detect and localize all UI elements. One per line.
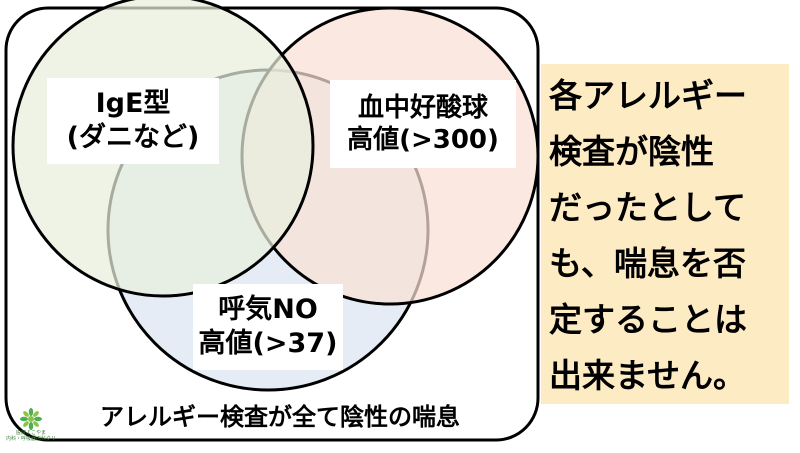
feno-label-line-1: 呼気NO <box>218 294 318 326</box>
note-line-5: 定することは <box>549 300 747 339</box>
eosinophil-label-line-1: 血中好酸球 <box>357 92 488 123</box>
eosinophil-label: 血中好酸球 高値(>300) <box>330 80 516 168</box>
ige-label-line-2: (ダニなど) <box>66 122 200 153</box>
ige-label: IgE型 (ダニなど) <box>47 78 219 164</box>
eosinophil-label-line-2: 高値(>300) <box>347 125 499 155</box>
note-line-6: 出来ません。 <box>549 356 747 395</box>
logo-text-line-2: 内科・呼吸器内科クリニック <box>6 436 56 442</box>
note-line-1: 各アレルギー <box>549 76 747 115</box>
logo-text-line-1: 医院よこやま <box>15 430 46 436</box>
note-line-4: も、喘息を否 <box>549 244 747 283</box>
note-line-3: だったとして <box>549 188 747 227</box>
logo-text: 医院よこやま 内科・呼吸器内科クリニック <box>6 430 56 442</box>
leaf-logo-icon <box>20 408 42 430</box>
clinic-logo: 医院よこやま 内科・呼吸器内科クリニック <box>6 408 56 444</box>
ige-label-line-1: IgE型 <box>95 88 171 120</box>
note-line-2: 検査が陰性 <box>549 132 714 171</box>
feno-label-line-2: 高値(>37) <box>198 328 338 359</box>
feno-label: 呼気NO 高値(>37) <box>193 284 343 370</box>
note-panel: 各アレルギー 検査が陰性 だったとして も、喘息を否 定することは 出来ません。 <box>541 64 789 404</box>
frame-caption: アレルギー検査が全て陰性の喘息 <box>100 402 460 431</box>
